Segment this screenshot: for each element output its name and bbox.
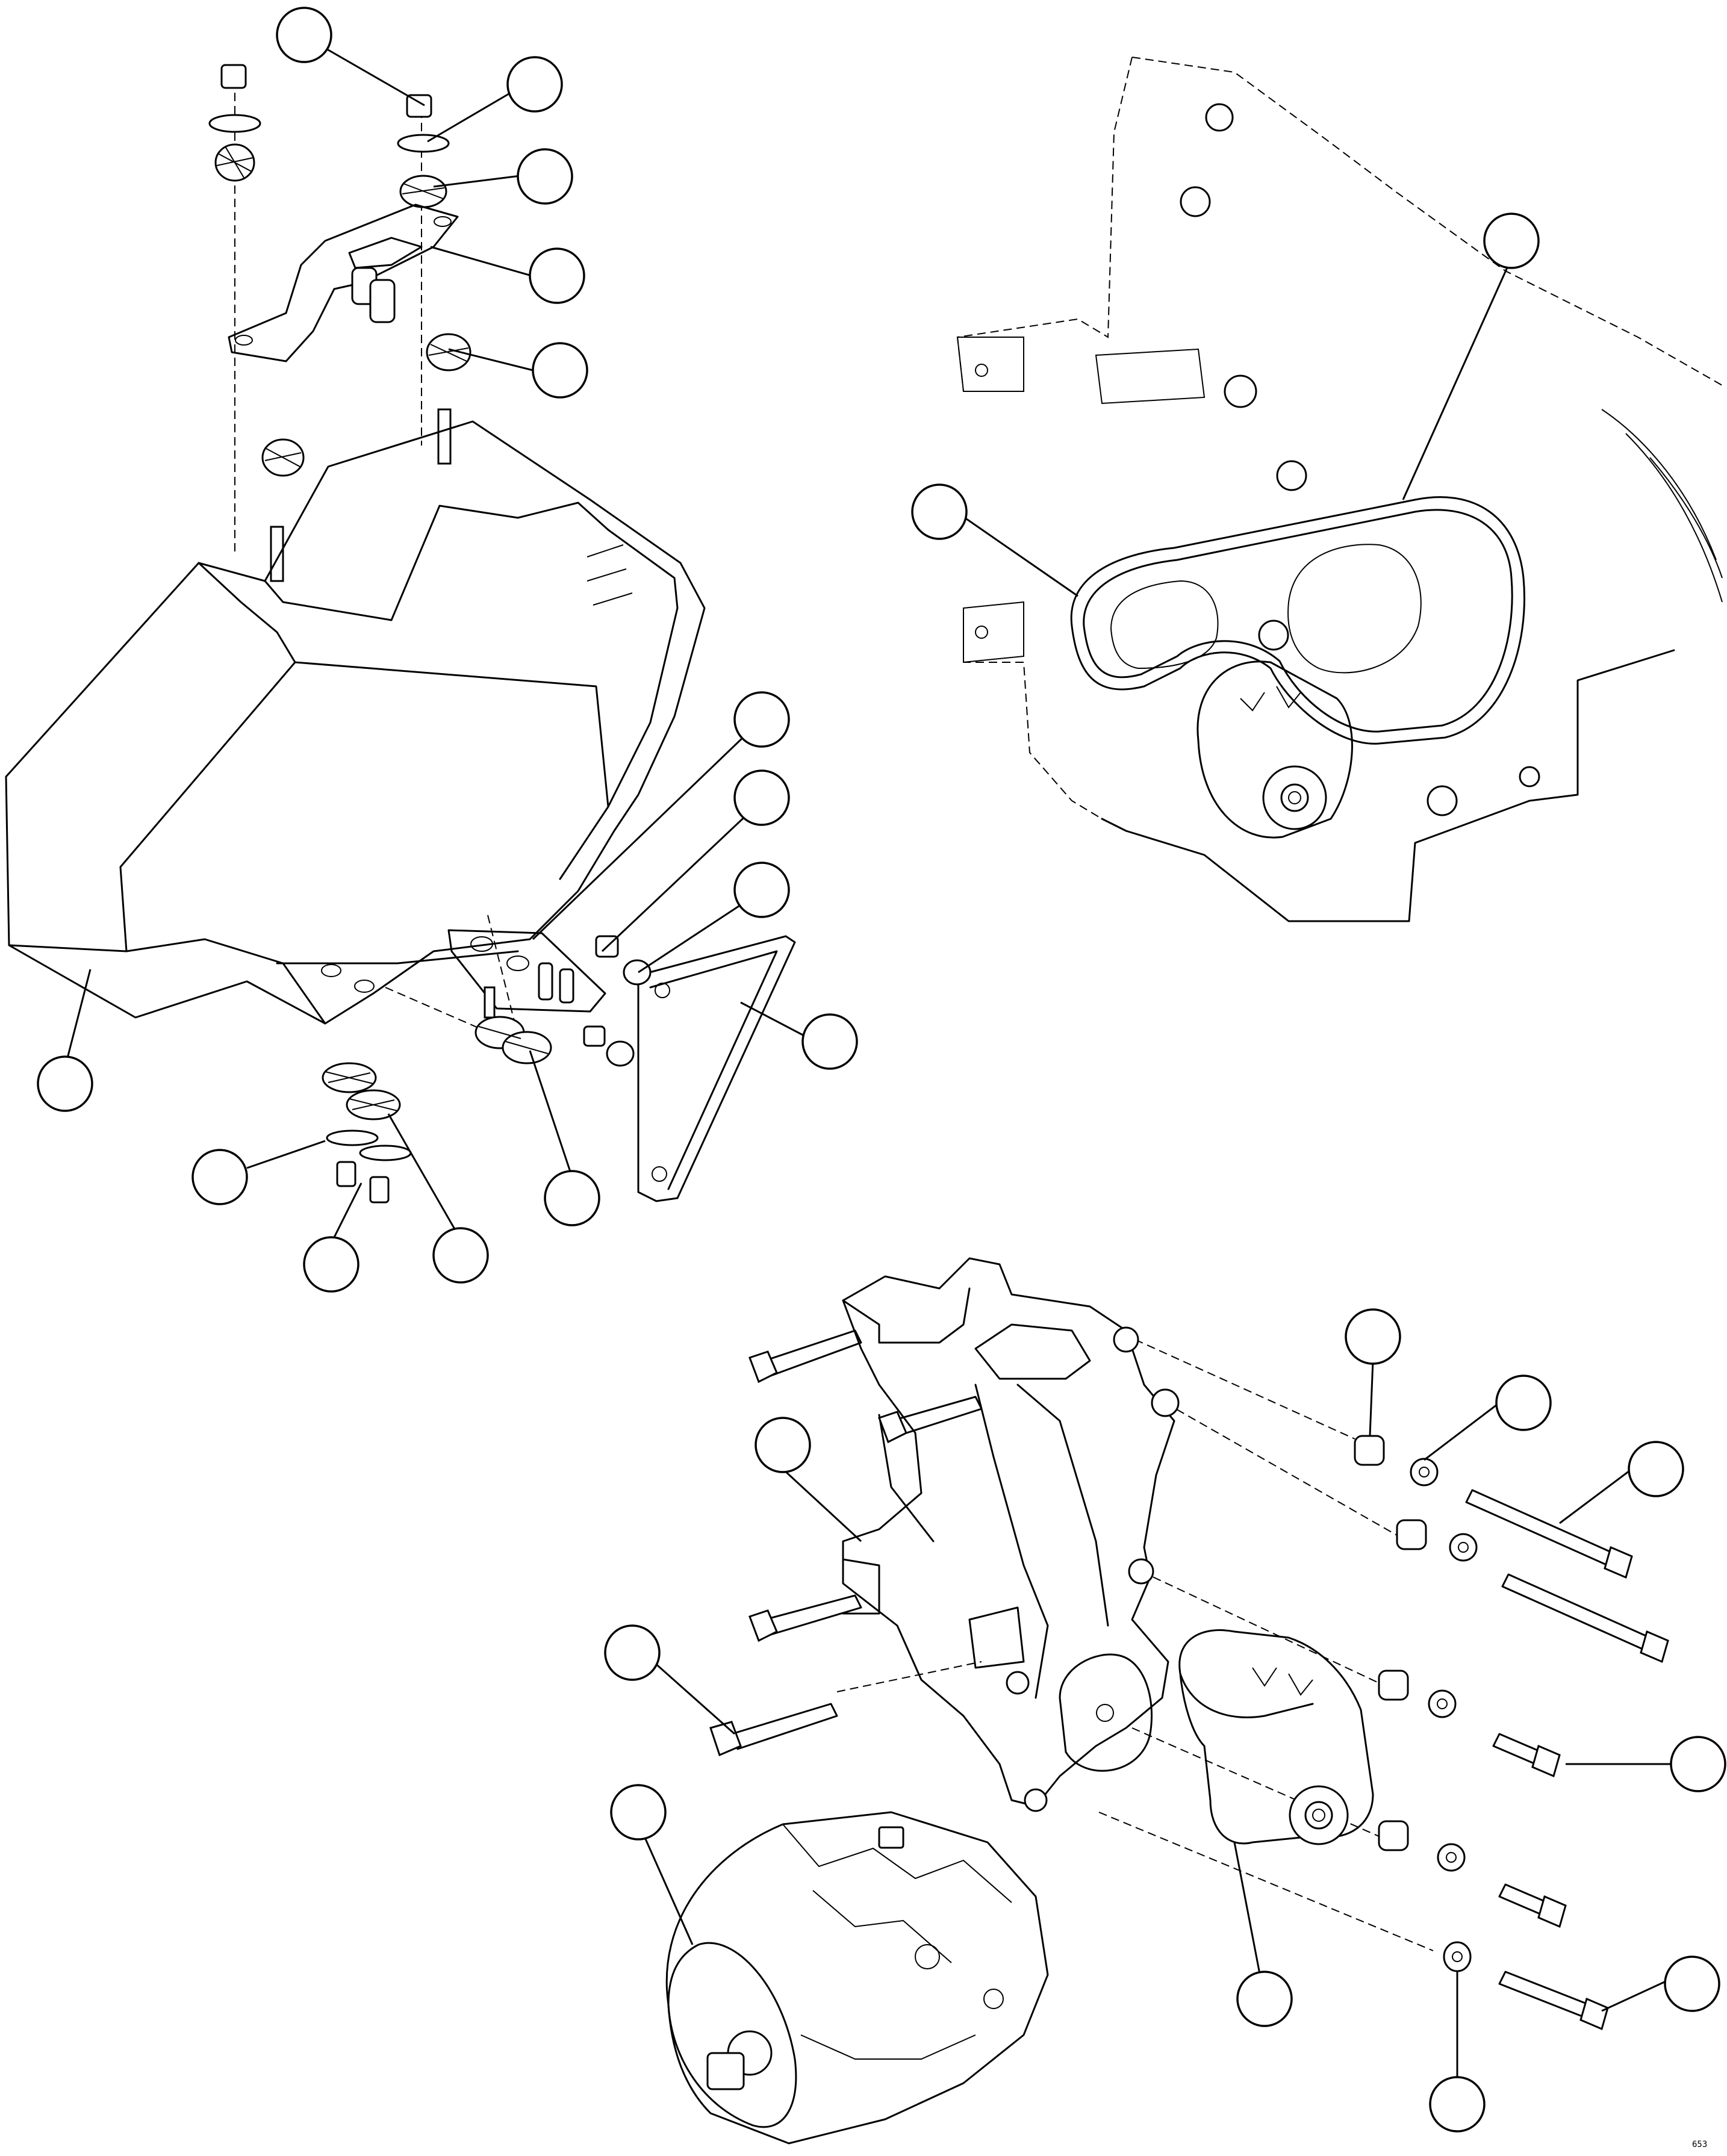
callout — [1483, 213, 1540, 269]
drive-belt — [1070, 496, 1525, 745]
callout — [733, 862, 790, 918]
callout — [517, 148, 573, 205]
alternator-bracket — [842, 1257, 1180, 1812]
callout — [432, 1227, 489, 1284]
callout — [610, 1784, 667, 1841]
callout — [506, 56, 563, 113]
callout — [1429, 2076, 1486, 2133]
belt-tensioner — [1178, 1629, 1374, 1845]
callout — [755, 1417, 811, 1473]
strap-bracket — [583, 935, 796, 1202]
alternator — [665, 1811, 1049, 2145]
callout — [191, 1149, 248, 1205]
callout — [733, 691, 790, 748]
callout — [1495, 1375, 1552, 1431]
heat-shield-assembly — [5, 47, 804, 1244]
callout — [303, 1236, 359, 1293]
stud-fastener-stack-right — [397, 94, 471, 465]
engine-bolts — [1180, 103, 1540, 816]
callout — [544, 1170, 600, 1226]
callout — [1345, 1308, 1401, 1365]
alternator-bracket-assembly — [643, 1257, 1681, 2145]
callout — [529, 247, 585, 304]
engine-belt-view — [956, 57, 1723, 922]
figure-code: 653 — [1692, 2140, 1707, 2149]
callout — [1664, 1956, 1720, 2012]
callout — [37, 1055, 93, 1112]
callout — [1236, 1971, 1293, 2027]
upper-bracket — [228, 203, 459, 362]
callouts — [37, 7, 1726, 2133]
callout — [532, 342, 588, 399]
callout — [1628, 1441, 1684, 1497]
belt-tensioner-installed — [1196, 660, 1353, 839]
bracket-spacers-right — [1354, 1435, 1669, 2031]
callout — [733, 769, 790, 826]
shield-mount-plate — [447, 929, 606, 1019]
heat-shield-body — [5, 420, 706, 1025]
lower-fastener-stack — [322, 1016, 552, 1204]
callout — [801, 1013, 858, 1070]
callout — [276, 7, 332, 63]
callout — [911, 483, 968, 540]
stud-fastener-stack-left — [208, 64, 305, 582]
callout — [604, 1624, 661, 1681]
bracket-bolts-left — [709, 1329, 983, 1757]
callout — [1670, 1736, 1726, 1792]
